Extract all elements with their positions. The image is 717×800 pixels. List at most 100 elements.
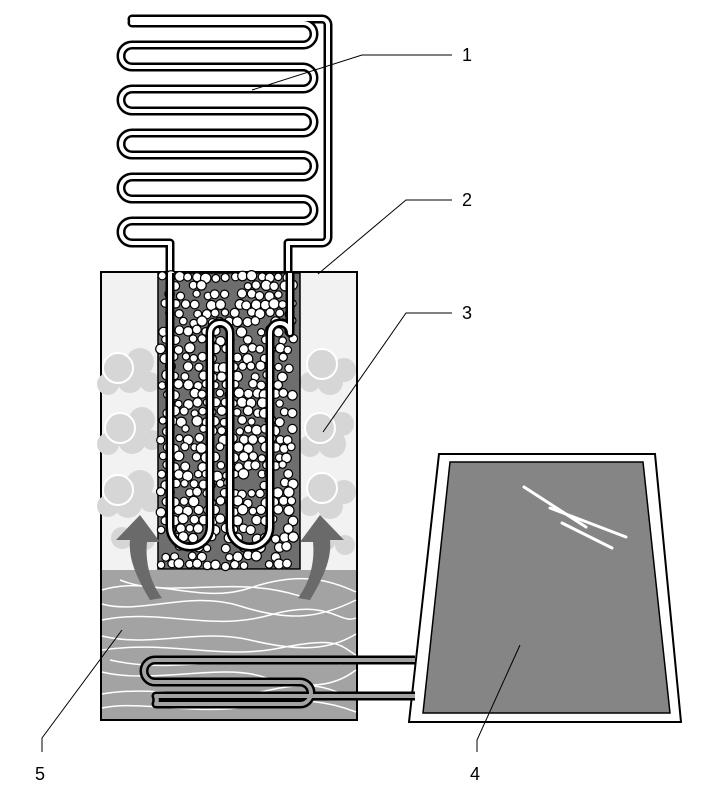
pellet xyxy=(237,415,248,426)
pellet xyxy=(242,443,254,455)
pellet xyxy=(192,558,203,569)
pellet xyxy=(181,352,191,361)
pellet xyxy=(182,325,194,337)
pellet xyxy=(273,380,284,390)
pellet xyxy=(237,467,250,480)
pellet xyxy=(194,362,204,372)
pellet xyxy=(216,405,227,416)
callout-label-5: 5 xyxy=(35,764,45,784)
pellet xyxy=(187,551,197,561)
pellet xyxy=(255,360,266,372)
pellet xyxy=(174,270,186,282)
pellet xyxy=(192,289,201,298)
pellet xyxy=(215,442,225,452)
pellet xyxy=(156,435,166,445)
pellet xyxy=(251,280,261,290)
pellet xyxy=(287,423,298,435)
pellet xyxy=(195,442,208,454)
pellet xyxy=(173,469,185,480)
pellet xyxy=(236,288,248,299)
pellet xyxy=(215,299,227,311)
pellet xyxy=(265,307,275,318)
pellet xyxy=(229,307,240,318)
pellet xyxy=(215,388,225,398)
condenser-coil-icon xyxy=(116,14,333,275)
pellet xyxy=(279,407,289,417)
callout-label-2: 2 xyxy=(462,190,472,210)
pellet xyxy=(215,335,226,347)
pellet xyxy=(177,513,189,525)
pellet xyxy=(245,270,258,282)
pellet xyxy=(180,479,189,488)
pellet xyxy=(175,291,186,301)
pellet xyxy=(173,450,185,462)
pellet xyxy=(217,426,227,436)
pellet xyxy=(236,503,249,516)
pellet xyxy=(214,513,226,524)
pellet xyxy=(155,343,166,355)
pellet xyxy=(157,469,167,479)
pellet xyxy=(275,399,284,408)
pellet xyxy=(254,308,266,320)
pellet xyxy=(216,460,226,470)
pellet xyxy=(180,299,191,310)
pellet xyxy=(210,308,220,318)
pellet xyxy=(180,372,190,382)
pellet xyxy=(286,496,297,506)
pellet xyxy=(184,342,196,354)
pellet xyxy=(155,486,166,497)
pellet xyxy=(237,270,248,282)
pellet xyxy=(209,289,220,300)
glass-glare-icon xyxy=(522,485,628,550)
pellet xyxy=(193,504,204,516)
pellet xyxy=(231,316,243,328)
pellet xyxy=(198,406,208,416)
pellet xyxy=(229,559,240,570)
pellet xyxy=(282,486,295,498)
pellet xyxy=(276,371,288,383)
pellet xyxy=(250,460,261,471)
pellet xyxy=(196,315,208,327)
pellet xyxy=(175,416,187,428)
pellet xyxy=(211,273,221,283)
pellet xyxy=(220,543,231,554)
pellet xyxy=(269,281,280,292)
pellet xyxy=(233,387,245,399)
adsorbent-bed xyxy=(155,270,301,572)
callout-1: 1 xyxy=(251,45,472,91)
callout-4: 4 xyxy=(470,644,521,784)
pellet xyxy=(238,361,248,371)
flow-arrow-icon xyxy=(116,515,344,600)
pellet xyxy=(216,371,227,382)
pellet xyxy=(239,561,249,570)
pellet xyxy=(155,506,167,518)
pellet xyxy=(189,353,199,363)
pellet xyxy=(235,326,248,338)
pellet xyxy=(278,300,288,310)
pellet xyxy=(173,557,185,569)
pellet xyxy=(197,334,207,344)
pellet xyxy=(192,397,203,408)
pellet xyxy=(188,334,198,344)
pellet xyxy=(242,334,253,345)
pellet xyxy=(283,345,293,355)
pellet xyxy=(156,525,166,535)
pellet xyxy=(283,468,294,479)
pellet xyxy=(156,560,166,570)
pellet xyxy=(219,289,230,299)
pellet xyxy=(273,290,283,299)
pellet xyxy=(250,316,261,326)
pellet xyxy=(220,561,231,572)
pellet xyxy=(278,352,288,362)
pellet xyxy=(281,541,292,552)
callout-2: 2 xyxy=(317,190,472,275)
pellet xyxy=(192,523,204,534)
pellet xyxy=(248,451,259,462)
pellet xyxy=(255,504,267,516)
pellet xyxy=(191,324,202,335)
pellet xyxy=(182,361,194,372)
pellet xyxy=(283,504,295,517)
pellet xyxy=(194,432,205,443)
pellet xyxy=(255,344,265,354)
pellet xyxy=(187,495,200,508)
